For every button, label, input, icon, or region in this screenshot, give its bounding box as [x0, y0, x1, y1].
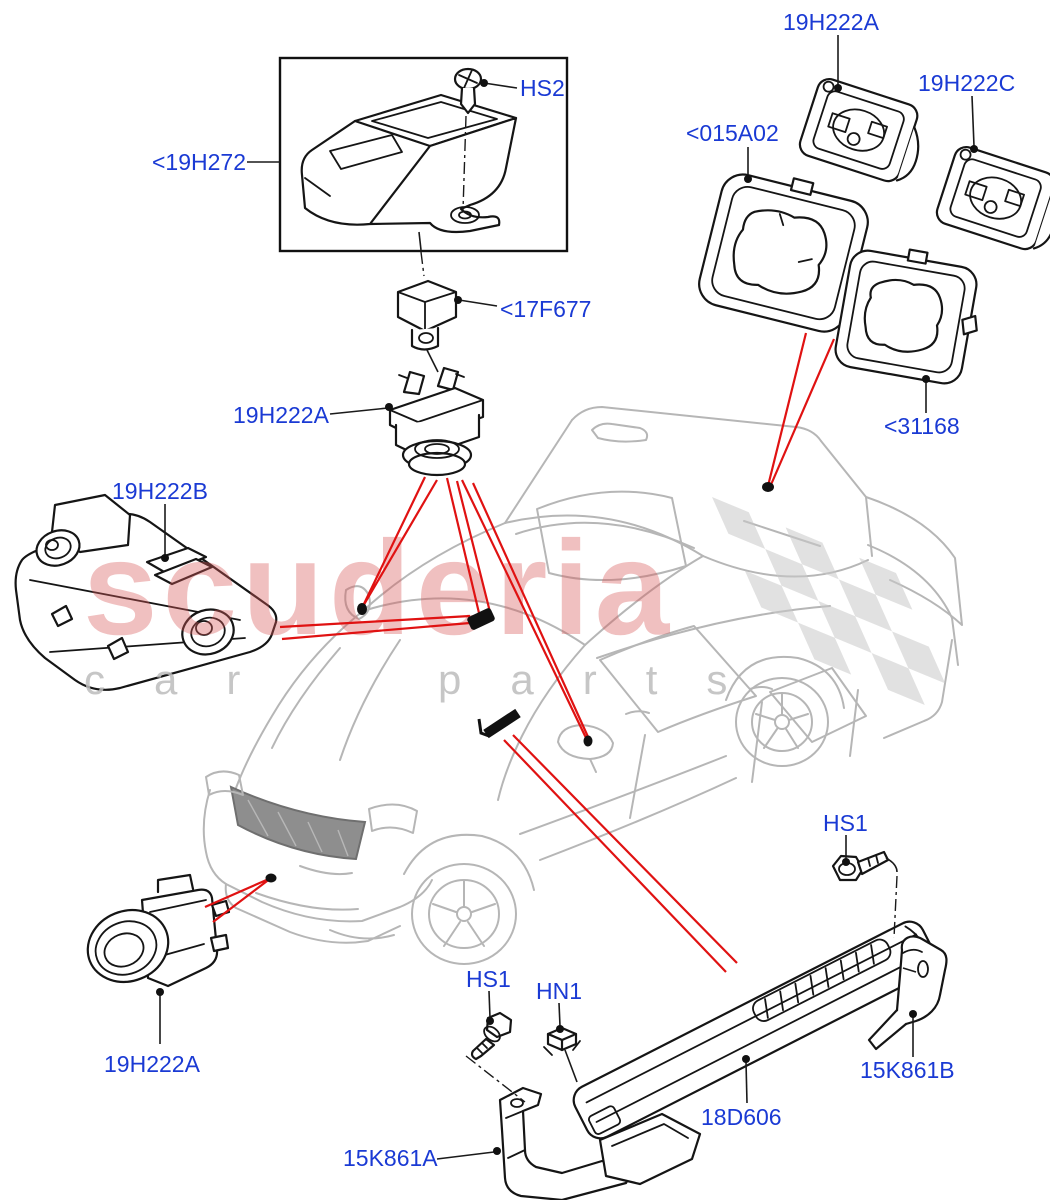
- part-label-015a02[interactable]: <015A02: [686, 120, 779, 146]
- part-label-18d606[interactable]: 18D606: [701, 1104, 782, 1130]
- watermark: scuderia car parts: [83, 497, 946, 706]
- bolt-hs1-front: [465, 1011, 526, 1103]
- door-sill-mark: [483, 708, 521, 739]
- checkered-flag: [712, 497, 946, 706]
- part-label-hs1-rear[interactable]: HS1: [823, 810, 868, 836]
- part-label-19h222b[interactable]: 19H222B: [112, 478, 208, 504]
- camera-19h222a-rear: [798, 78, 920, 183]
- bracket-15k861a: [498, 1086, 702, 1200]
- sill-trim-panel-18d606: [572, 920, 938, 1140]
- box-leader: [418, 231, 422, 251]
- front-bumper-mark: [265, 873, 277, 883]
- connector-cover-17f677: [396, 279, 458, 373]
- camera-19h222a-center: [388, 366, 485, 477]
- part-label-31168[interactable]: <31168: [884, 413, 960, 439]
- bolt-hs1-rear: [831, 850, 898, 939]
- leader-lines: [156, 35, 978, 1160]
- part-label-19h222a-front[interactable]: 19H222A: [104, 1051, 201, 1077]
- part-label-19h272[interactable]: <19H272: [152, 149, 246, 175]
- rear-mark: [762, 482, 774, 492]
- windshield-corner-mark: [357, 603, 367, 615]
- part-label-19h222c[interactable]: 19H222C: [918, 70, 1015, 96]
- part-label-hs1-front[interactable]: HS1: [466, 966, 511, 992]
- part-label-15k861a[interactable]: 15K861A: [343, 1145, 438, 1171]
- bracket-31168: [834, 248, 978, 385]
- camera-19h222a-front: [86, 873, 231, 988]
- mirror-mark: [583, 735, 593, 747]
- attachment-marks: [265, 482, 774, 883]
- part-label-hs2[interactable]: HS2: [520, 75, 565, 101]
- watermark-subtitle: car parts: [84, 656, 776, 703]
- door-sill-mark-hook: [477, 718, 490, 738]
- part-label-hn1[interactable]: HN1: [536, 978, 582, 1004]
- windshield-camera-mark: [467, 608, 495, 630]
- part-labels: HS2 <19H272 <17F677 19H222A 19H222B 19H2…: [104, 9, 1015, 1171]
- camera-19h222c: [935, 146, 1050, 251]
- vehicle-illustration: [202, 406, 963, 965]
- part-label-19h222a-center[interactable]: 19H222A: [233, 402, 330, 428]
- part-label-15k861b[interactable]: 15K861B: [860, 1057, 955, 1083]
- bracket-15k861b: [867, 935, 948, 1051]
- screw-hs2: [453, 67, 483, 211]
- camera-mount-box-19h272: [278, 56, 569, 253]
- bracket-015a02: [698, 173, 869, 333]
- box-to-cover-line: [420, 251, 425, 277]
- camera-module-19h222b: [14, 493, 278, 691]
- part-label-19h222a-rear[interactable]: 19H222A: [783, 9, 880, 35]
- nut-hn1: [543, 1026, 581, 1083]
- part-label-17f677[interactable]: <17F677: [500, 296, 591, 322]
- red-reference-lines: [204, 332, 836, 973]
- watermark-brand: scuderia: [83, 514, 674, 663]
